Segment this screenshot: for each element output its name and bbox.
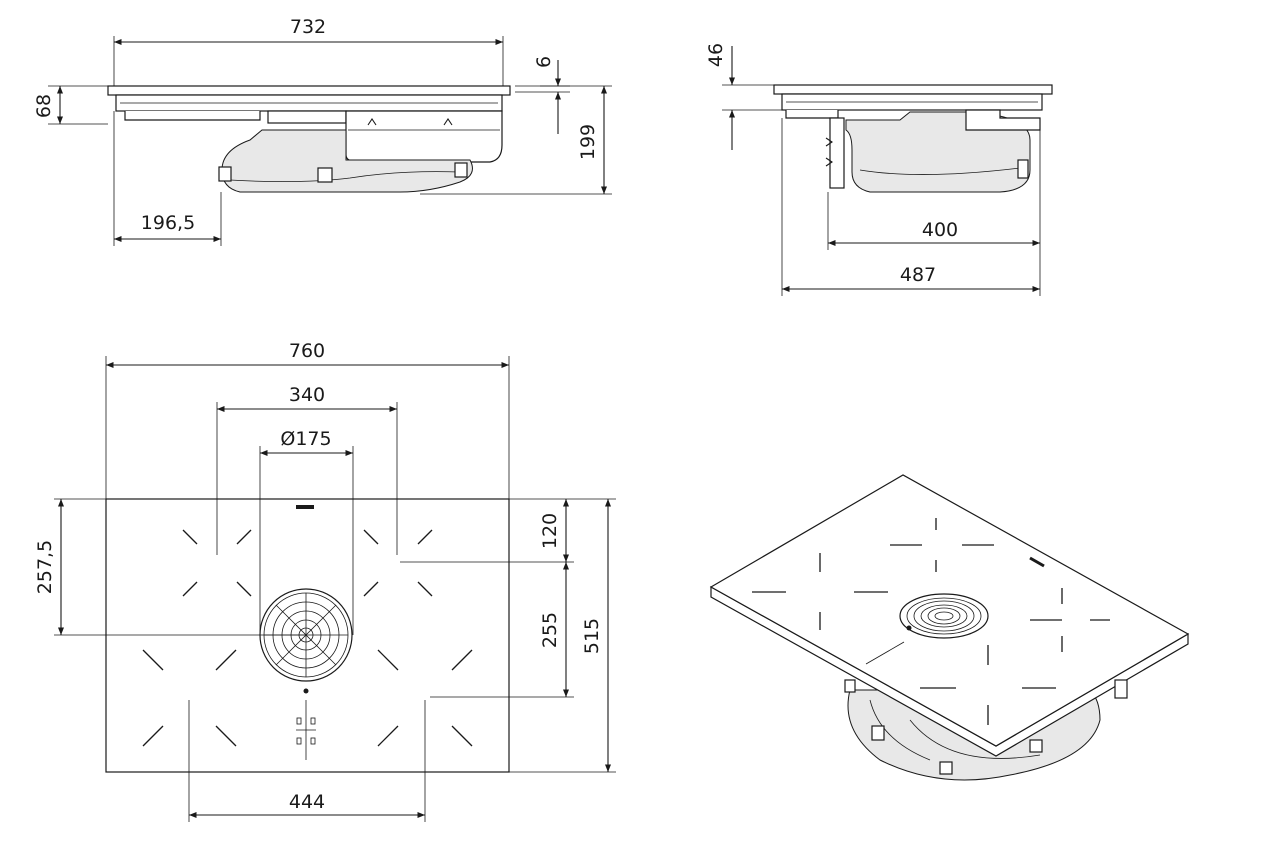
dim-total-depth: 199: [577, 124, 599, 160]
dim-front-width: 732: [290, 16, 326, 38]
iso-extractor-grille: [899, 593, 989, 639]
iso-zone-marks: [752, 518, 1110, 725]
dim-glass-thickness: 6: [533, 56, 555, 68]
dim-front-edge: 68: [33, 94, 55, 118]
control-panel: [296, 688, 316, 760]
dim-left-offset: 257,5: [34, 540, 56, 594]
front-side-view: 732 68 6 199 196,5: [33, 16, 612, 246]
dim-top-width: 760: [289, 340, 325, 362]
dim-zone-depth: 255: [539, 612, 561, 648]
dim-top-depth: 515: [581, 618, 603, 654]
dim-zone-span: 340: [289, 384, 325, 406]
cooking-zone-bottom-right: [377, 649, 473, 747]
cooking-zone-bottom-left: [142, 649, 237, 747]
dim-lateral-depth: 487: [900, 264, 936, 286]
dim-top-offset: 120: [539, 513, 561, 549]
dim-offset: 196,5: [141, 212, 195, 234]
dim-motor: 400: [922, 219, 958, 241]
isometric-view: [709, 474, 1190, 781]
dim-extractor-diameter: Ø175: [280, 428, 331, 450]
dim-lateral-top: 46: [705, 43, 727, 67]
cooking-zone-top-left: [182, 529, 252, 597]
lateral-side-view: 46 400 487: [705, 43, 1053, 296]
cooking-zone-top-right: [363, 529, 433, 597]
dim-bottom-span: 444: [289, 791, 325, 813]
top-view: 760 340 Ø175 257,5 120 255 515 444: [34, 340, 616, 822]
